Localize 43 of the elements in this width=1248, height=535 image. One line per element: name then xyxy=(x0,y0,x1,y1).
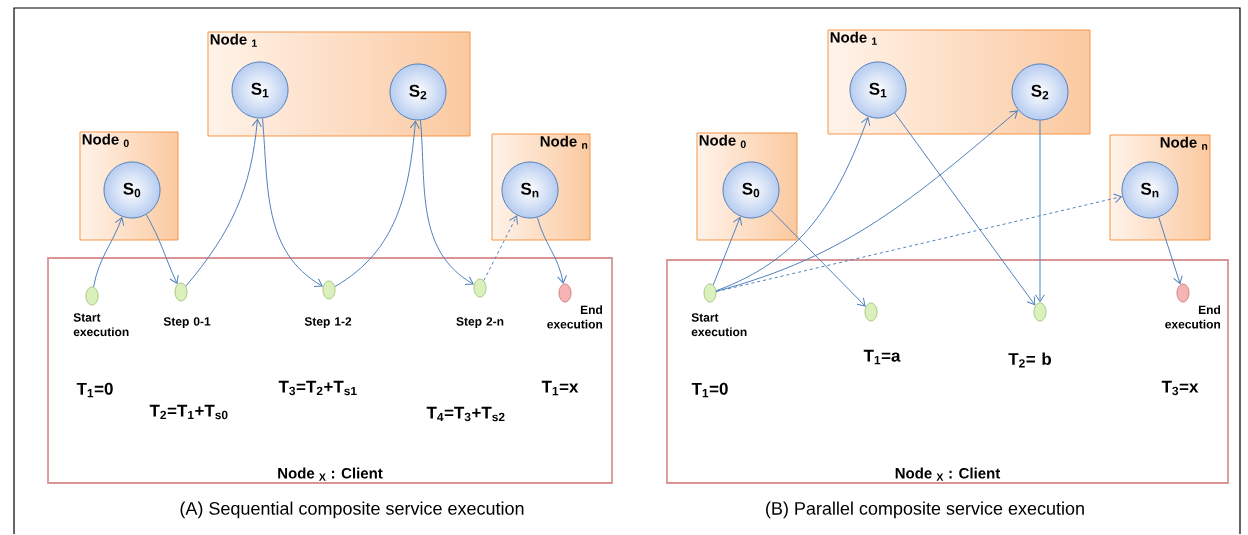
step-label: T$_{2}$= b xyxy=(1008,352,1052,368)
time-formula: T$_{3}$=T$_{2}$+T$_{s1}$ xyxy=(278,380,357,396)
step-dot xyxy=(703,283,717,303)
step-dot xyxy=(1176,283,1190,303)
step-label: End execution xyxy=(547,305,603,329)
step-dot xyxy=(85,286,99,306)
arrow xyxy=(262,117,323,287)
step-dot xyxy=(864,302,878,322)
step-dot xyxy=(558,283,572,303)
step-label: Step 2-n xyxy=(456,317,504,329)
arrow xyxy=(536,217,567,284)
arrow xyxy=(93,217,125,288)
arrow xyxy=(712,216,743,286)
step-label: Start execution xyxy=(691,313,747,337)
time-formula: T$_{4}$=T$_{3}$+T$_{s2}$ xyxy=(426,406,505,422)
time-formula: T$_{3}$=x xyxy=(1161,380,1199,396)
caption: (B) Parallel composite service execution xyxy=(766,501,1084,519)
arrow xyxy=(894,112,1036,306)
step-label: T$_{1}$=a xyxy=(863,349,901,365)
step-label: End execution xyxy=(1165,305,1221,329)
caption: (A) Sequential composite service execution xyxy=(180,501,524,519)
arrow xyxy=(770,209,866,307)
time-formula: T$_{1}$=x xyxy=(541,380,579,396)
arrow xyxy=(145,214,179,284)
step-label: Step 0-1 xyxy=(163,317,211,329)
arrow xyxy=(715,117,871,292)
arrow xyxy=(1035,120,1045,303)
step-label: Start execution xyxy=(73,313,129,337)
arrow xyxy=(483,215,518,281)
arrow xyxy=(185,118,262,287)
step-dot xyxy=(174,282,188,302)
arrow xyxy=(715,193,1122,292)
arrow xyxy=(715,110,1018,292)
time-formula: T$_{2}$=T$_{1}$+T$_{s0}$ xyxy=(149,404,228,420)
arrow xyxy=(1158,216,1183,285)
time-formula: T$_{1}$=0 xyxy=(76,382,113,398)
step-label: Step 1-2 xyxy=(304,317,352,329)
arrow xyxy=(420,119,474,285)
step-dot xyxy=(322,280,336,300)
time-formula: T$_{1}$=0 xyxy=(691,382,728,398)
arrow xyxy=(334,120,420,288)
step-dot xyxy=(473,278,487,298)
step-dot xyxy=(1033,302,1047,322)
